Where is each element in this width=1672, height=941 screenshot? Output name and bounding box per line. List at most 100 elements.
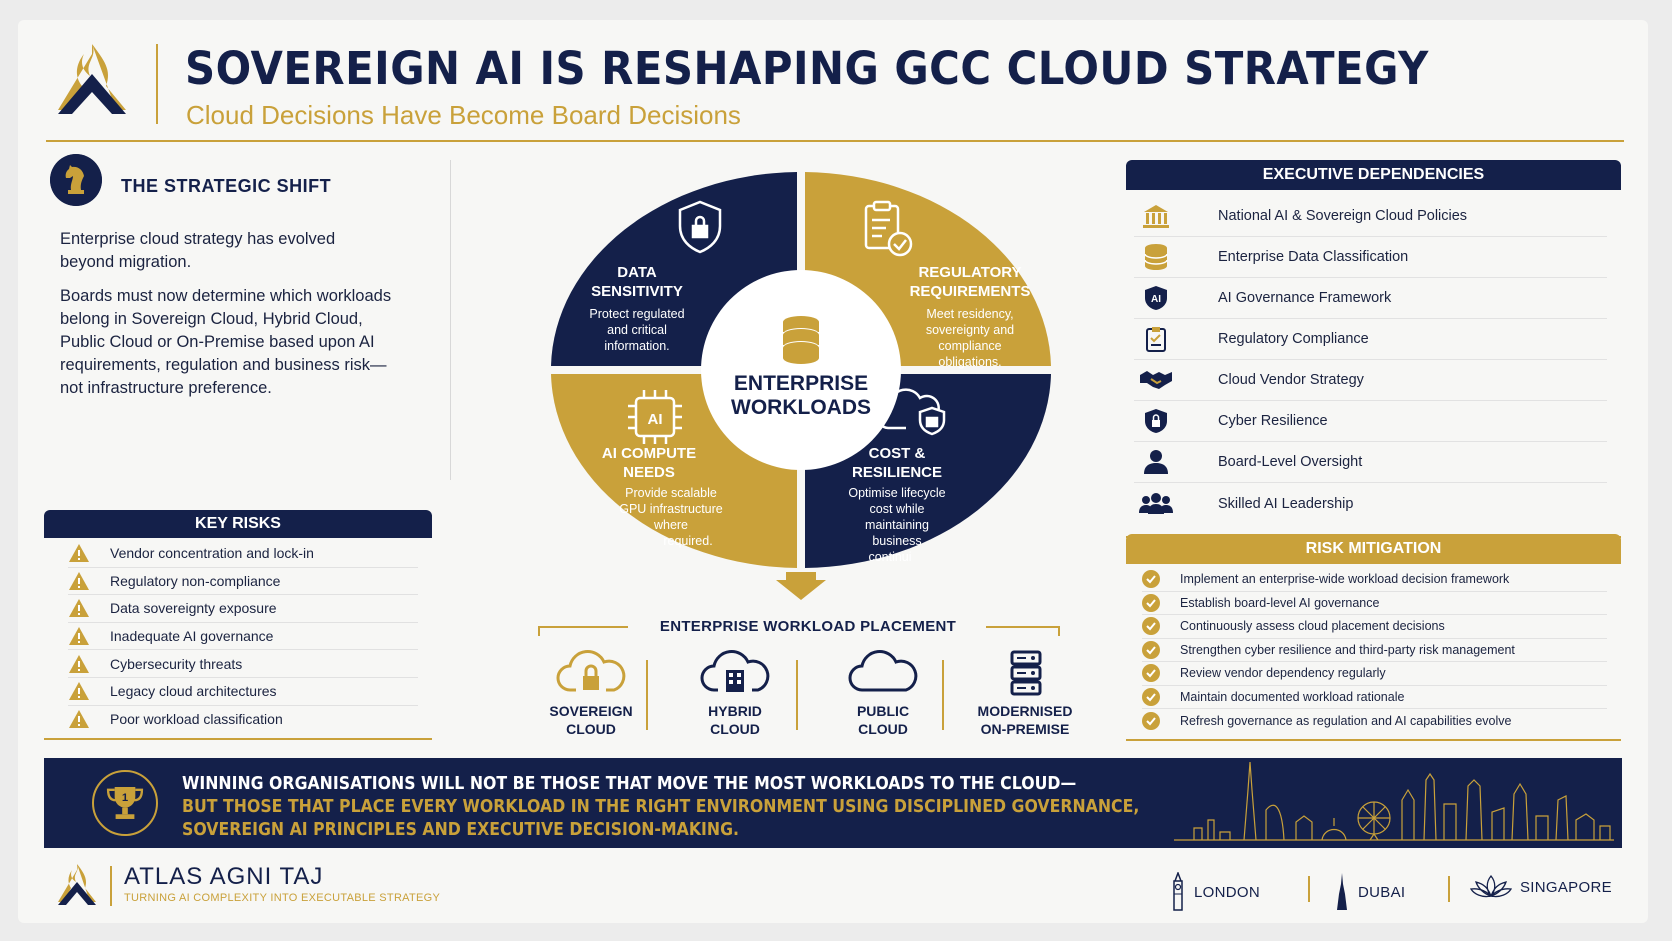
risk-label: Inadequate AI governance <box>110 628 274 645</box>
list-item: Implement an enterprise-wide workload de… <box>1142 568 1607 592</box>
risk-mitigation-rule <box>1126 739 1621 741</box>
placement-label-2: CLOUD <box>566 721 616 737</box>
header-rule <box>46 140 1624 142</box>
server-icon <box>1010 650 1042 696</box>
q1-desc-3: information. <box>604 339 669 353</box>
q2-desc-2: sovereignty and <box>926 323 1014 337</box>
list-item: Skilled AI Leadership <box>1134 483 1607 524</box>
city-divider <box>1448 876 1450 902</box>
placement-hybrid: HYBRID CLOUD <box>670 650 800 738</box>
database-icon <box>1144 244 1168 270</box>
footer-divider <box>110 866 112 906</box>
dependency-label: Regulatory Compliance <box>1218 331 1369 347</box>
check-icon <box>1142 711 1160 730</box>
brand-tagline: TURNING AI COMPLEXITY INTO EXECUTABLE ST… <box>124 892 441 904</box>
q2-title-2: REQUIREMENTS <box>910 283 1031 300</box>
list-item: Regulatory Compliance <box>1134 319 1607 360</box>
cloud-lock-icon <box>875 388 946 436</box>
center-title-line2: WORKLOADS <box>731 396 871 419</box>
city-singapore: SINGAPORE <box>1470 872 1612 902</box>
warning-icon <box>69 682 89 701</box>
q3-desc-1: Provide scalable <box>625 486 717 500</box>
enterprise-workloads-wheel: ENTERPRISE WORKLOADS DATA SENSITIVITY Pr… <box>551 172 1051 600</box>
city-dubai: DUBAI <box>1334 872 1405 912</box>
dependency-label: Enterprise Data Classification <box>1218 249 1409 265</box>
strategic-shift-paragraph-1: Enterprise cloud strategy has evolved be… <box>60 230 336 271</box>
clipboard-icon <box>1146 327 1166 352</box>
skyline-illustration <box>1174 761 1614 841</box>
list-item: Strengthen cyber resilience and third-pa… <box>1142 639 1607 662</box>
q2-desc-4: obligations. <box>938 355 1001 369</box>
list-item: Regulatory non-compliance <box>68 568 418 596</box>
atlas-logo-icon <box>58 44 126 114</box>
warning-icon <box>69 627 89 646</box>
svg-text:1: 1 <box>122 792 128 804</box>
key-risks-header: KEY RISKS <box>44 510 432 538</box>
list-item: Continuously assess cloud placement deci… <box>1142 615 1607 639</box>
page-subtitle: Cloud Decisions Have Become Board Decisi… <box>186 100 741 130</box>
header-divider <box>156 44 158 124</box>
risk-label: Cybersecurity threats <box>110 655 243 672</box>
center-title-line1: ENTERPRISE <box>734 372 868 395</box>
placement-divider <box>646 660 648 730</box>
q4-title-2: RESILIENCE <box>852 464 942 481</box>
mitigation-label: Maintain documented workload rationale <box>1180 689 1405 704</box>
ai-shield-icon: AI <box>1145 286 1167 310</box>
list-item: Refresh governance as regulation and AI … <box>1142 709 1607 733</box>
list-item: Maintain documented workload rationale <box>1142 686 1607 709</box>
list-item: Review vendor dependency regularly <box>1142 662 1607 686</box>
warning-icon <box>69 599 89 618</box>
key-risks-rule <box>44 738 432 740</box>
dependency-label: Skilled AI Leadership <box>1218 495 1354 512</box>
banner-line-1: WINNING ORGANISATIONS WILL NOT BE THOSE … <box>182 774 1077 794</box>
q3-desc-4: required. <box>663 534 712 548</box>
placement-divider <box>942 660 944 730</box>
shield-lock-icon <box>678 200 722 254</box>
risk-label: Vendor concentration and lock-in <box>110 545 314 562</box>
executive-dependencies-list: National AI & Sovereign Cloud Policies E… <box>1126 196 1621 524</box>
placement-label-2: ON-PREMISE <box>980 721 1070 737</box>
risk-mitigation-list: Implement an enterprise-wide workload de… <box>1126 568 1621 733</box>
list-item: Enterprise Data Classification <box>1134 237 1607 278</box>
big-ben-icon <box>1173 872 1183 911</box>
placement-title: ENTERPRISE WORKLOAD PLACEMENT <box>659 618 957 635</box>
arrow-down-icon <box>776 572 826 600</box>
mitigation-label: Review vendor dependency regularly <box>1180 666 1386 681</box>
warning-icon <box>69 544 89 563</box>
placement-public: PUBLIC CLOUD <box>818 650 948 738</box>
handshake-icon <box>1140 371 1172 389</box>
shield-lock-icon <box>1145 409 1167 433</box>
risk-label: Regulatory non-compliance <box>110 572 281 589</box>
q1-title-2: SENSITIVITY <box>591 283 683 300</box>
list-item: Cloud Vendor Strategy <box>1134 360 1607 401</box>
risk-label: Poor workload classification <box>110 711 283 728</box>
strategic-shift-paragraph-2: Boards must now determine which workload… <box>60 287 392 397</box>
ai-chip-icon <box>628 390 682 444</box>
check-icon <box>1142 593 1160 612</box>
dependency-label: Board-Level Oversight <box>1218 454 1363 470</box>
banner-line-2: BUT THOSE THAT PLACE EVERY WORKLOAD IN T… <box>182 797 1140 817</box>
cloud-building-icon <box>700 650 770 692</box>
warning-icon <box>69 654 89 673</box>
q1-desc-2: and critical <box>607 323 667 337</box>
city-name: SINGAPORE <box>1520 878 1612 896</box>
cloud-lock-icon <box>556 650 626 692</box>
q2-title-1: REGULATORY <box>918 264 1021 281</box>
city-london: LONDON <box>1170 872 1260 912</box>
dependency-label: National AI & Sovereign Cloud Policies <box>1218 208 1468 224</box>
ai-chip-label: AI <box>648 411 663 428</box>
placement-frame <box>538 626 628 636</box>
person-icon <box>1144 450 1168 474</box>
lotus-icon <box>1470 874 1512 898</box>
q2-desc-1: Meet residency, <box>926 307 1013 321</box>
conclusion-banner: 1 WINNING ORGANISATIONS WILL NOT BE THOS… <box>44 758 1622 848</box>
list-item: Board-Level Oversight <box>1134 442 1607 483</box>
list-item: Cyber Resilience <box>1134 401 1607 442</box>
q3-title-2: NEEDS <box>623 464 675 481</box>
placement-frame <box>986 626 1060 636</box>
check-icon <box>1142 664 1160 683</box>
clipboard-check-icon <box>864 200 913 257</box>
government-building-icon <box>1143 205 1169 228</box>
cloud-icon <box>848 650 918 692</box>
q4-desc-3: maintaining <box>865 518 929 532</box>
